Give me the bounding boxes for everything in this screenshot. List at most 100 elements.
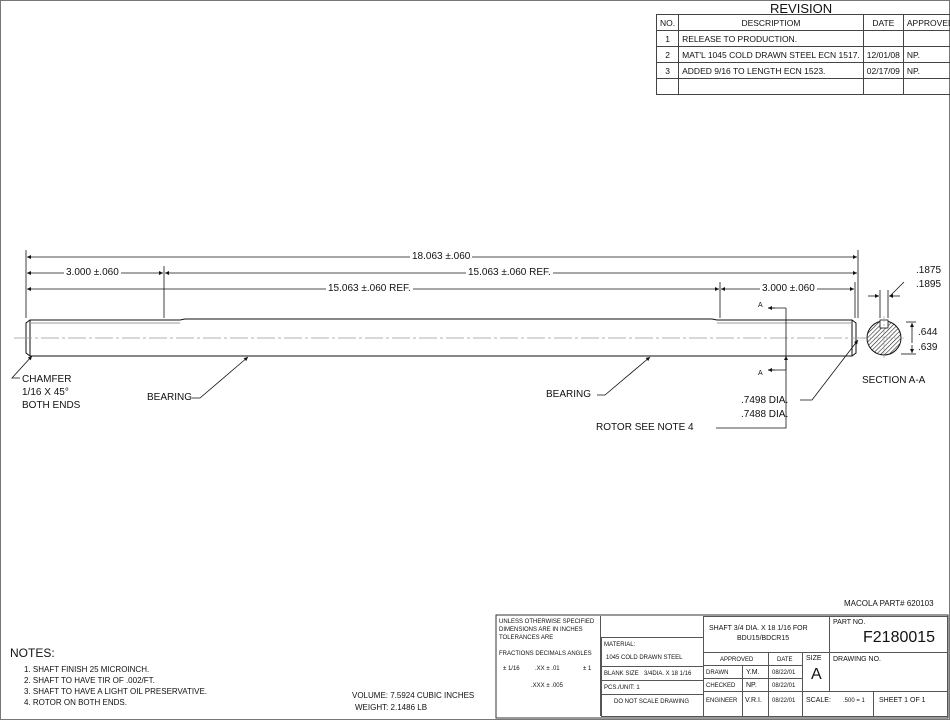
engineer-label: ENGINEER [706, 698, 738, 704]
tolerance-decimal: .XXX ± .005 [531, 683, 563, 689]
tolerance-header: FRACTIONS DECIMALS ANGLES [499, 651, 592, 657]
section-mark-top: A [758, 302, 763, 309]
blank-value: 3/4DIA. X 18 1/16 [644, 671, 692, 677]
bearing-right-label: BEARING [546, 389, 592, 400]
notes-heading: NOTES: [10, 646, 55, 660]
tolerance-decimal: .XX ± .01 [535, 666, 560, 672]
scale-value: .500 = 1 [843, 698, 865, 704]
dim-ref-top-label: 15.063 ±.060 REF. [466, 267, 553, 278]
scale-cell: SCALE: .500 = 1 [802, 691, 874, 717]
scale-label: SCALE: [806, 697, 831, 704]
drawing-no-cell: DRAWING NO. [829, 652, 948, 692]
checked-date: 08/22/01 [772, 683, 796, 689]
approved-header: APPROVED [703, 652, 769, 666]
note-item: 1. SHAFT FINISH 25 MICROINCH. [24, 665, 150, 674]
shaft-outline [25, 318, 857, 357]
leader-chamfer [11, 355, 33, 379]
part-no-value: F2180015 [863, 629, 936, 646]
size-cell: SIZE A [802, 652, 830, 692]
drawing-title-2: BDU15/BDCR15 [737, 635, 790, 642]
flat-dim-2: .1895 [916, 279, 942, 290]
dim-left-end-label: 3.000 ±.060 [64, 267, 121, 278]
chamfer-label-1: CHAMFER [22, 374, 72, 385]
checked-date-cell: 08/22/01 [768, 678, 803, 692]
checked-label: CHECKED [706, 683, 736, 689]
rotor-dia-2: .7488 DIA. [741, 409, 789, 420]
chamfer-label-3: BOTH ENDS [22, 400, 81, 411]
rev-col-no: NO. [655, 14, 680, 31]
date-header: DATE [768, 652, 803, 666]
revision-row: 2 MAT'L 1045 COLD DRAWN STEEL ECN 1517. … [655, 46, 950, 63]
part-no-cell: PART NO. F2180015 [829, 616, 948, 653]
rotor-label: ROTOR SEE NOTE 4 [596, 422, 694, 433]
rev-no: 1 [655, 30, 680, 47]
rev-col-desc: DESCRIPTIOM [678, 14, 864, 31]
leader-bearing-left [192, 356, 249, 399]
leader-rotor [716, 356, 788, 429]
drawing-no-label: DRAWING NO. [833, 656, 881, 663]
engineer-date-cell: 08/22/01 [768, 691, 803, 717]
tolerance-text: UNLESS OTHERWISE SPECIFIED [499, 619, 595, 625]
flat-dim-1: .1875 [916, 265, 942, 276]
tolerance-cell: UNLESS OTHERWISE SPECIFIED DIMENSIONS AR… [497, 616, 601, 716]
checked-value-cell: NP. [742, 678, 769, 692]
checked-label-cell: CHECKED [703, 678, 743, 692]
revision-title: REVISION [770, 1, 833, 16]
title-cell: SHAFT 3/4 DIA. X 18 1/16 FOR BDU15/BDCR1… [703, 616, 830, 653]
rev-desc: RELEASE TO PRODUCTION. [678, 30, 864, 47]
no-scale-cell: DO NOT SCALE DRAWING [601, 694, 704, 717]
revision-table: NO. DESCRIPTIOM DATE APPROVED 1 RELEASE … [655, 14, 950, 95]
rev-desc: ADDED 9/16 TO LENGTH ECN 1523. [678, 62, 864, 79]
chamfer-label-2: 1/16 X 45° [22, 387, 69, 398]
note-item: 4. ROTOR ON BOTH ENDS. [24, 698, 127, 707]
dim-overall-label: 18.063 ±.060 [410, 251, 473, 262]
leader-rotor-dia [800, 339, 859, 401]
tolerance-fraction: ± 1/16 [503, 666, 520, 672]
tolerance-angle: ± 1 [583, 666, 592, 672]
rev-date: 02/17/09 [862, 62, 904, 79]
drawn-date-cell: 08/22/01 [768, 665, 803, 679]
rev-col-date: DATE [862, 14, 904, 31]
dim-ref-bottom-label: 15.063 ±.060 REF. [326, 283, 413, 294]
rev-date [862, 30, 904, 47]
sheet-value: SHEET 1 OF 1 [879, 697, 926, 704]
drawn-date: 08/22/01 [772, 670, 796, 676]
section-dia-1: .644 [918, 327, 938, 338]
bearing-left-label: BEARING [147, 392, 193, 403]
rev-approved: NP. [902, 62, 950, 79]
drawn-value: Y.M. [746, 669, 760, 676]
section-mark-bottom: A [758, 370, 763, 377]
material-value: 1045 COLD DRAWN STEEL [606, 655, 683, 661]
leader-bearing-right [597, 356, 651, 396]
section-label: SECTION A-A [862, 375, 926, 386]
drawn-value-cell: Y.M. [742, 665, 769, 679]
part-no-label: PART NO. [833, 619, 866, 626]
rev-date: 12/01/08 [862, 46, 904, 63]
rotor-dia-1: .7498 DIA. [741, 395, 789, 406]
weight-label: WEIGHT: 2.1486 LB [355, 703, 428, 712]
tolerance-text: DIMENSIONS ARE IN INCHES [499, 627, 583, 633]
section-dia-2: .639 [918, 342, 938, 353]
dim-right-end-label: 3.000 ±.060 [760, 283, 817, 294]
revision-row: 1 RELEASE TO PRODUCTION. [655, 30, 950, 47]
drawn-label-cell: DRAWN [703, 665, 743, 679]
pcs-value: PCS./UNIT: 1 [604, 685, 640, 691]
engineer-value-cell: V.R.I. [742, 691, 769, 717]
size-label: SIZE [806, 655, 822, 662]
material-cell: MATERIAL: 1045 COLD DRAWN STEEL [601, 637, 704, 667]
revision-row-empty [655, 78, 950, 95]
revision-header-row: NO. DESCRIPTIOM DATE APPROVED [655, 14, 950, 31]
engineer-date: 08/22/01 [772, 698, 796, 704]
checked-value: NP. [746, 682, 757, 689]
engineer-value: V.R.I. [745, 697, 762, 704]
rev-approved: NP. [902, 46, 950, 63]
engineer-label-cell: ENGINEER [703, 691, 743, 717]
no-scale-text: DO NOT SCALE DRAWING [614, 699, 690, 705]
volume-label: VOLUME: 7.5924 CUBIC INCHES [352, 691, 475, 700]
rev-desc: MAT'L 1045 COLD DRAWN STEEL ECN 1517. [678, 46, 864, 63]
drawn-label: DRAWN [706, 670, 729, 676]
material-label: MATERIAL: [604, 642, 636, 648]
sheet-cell: SHEET 1 OF 1 [873, 691, 948, 717]
blank-cell: BLANK SIZE 3/4DIA. X 18 1/16 [601, 666, 704, 681]
